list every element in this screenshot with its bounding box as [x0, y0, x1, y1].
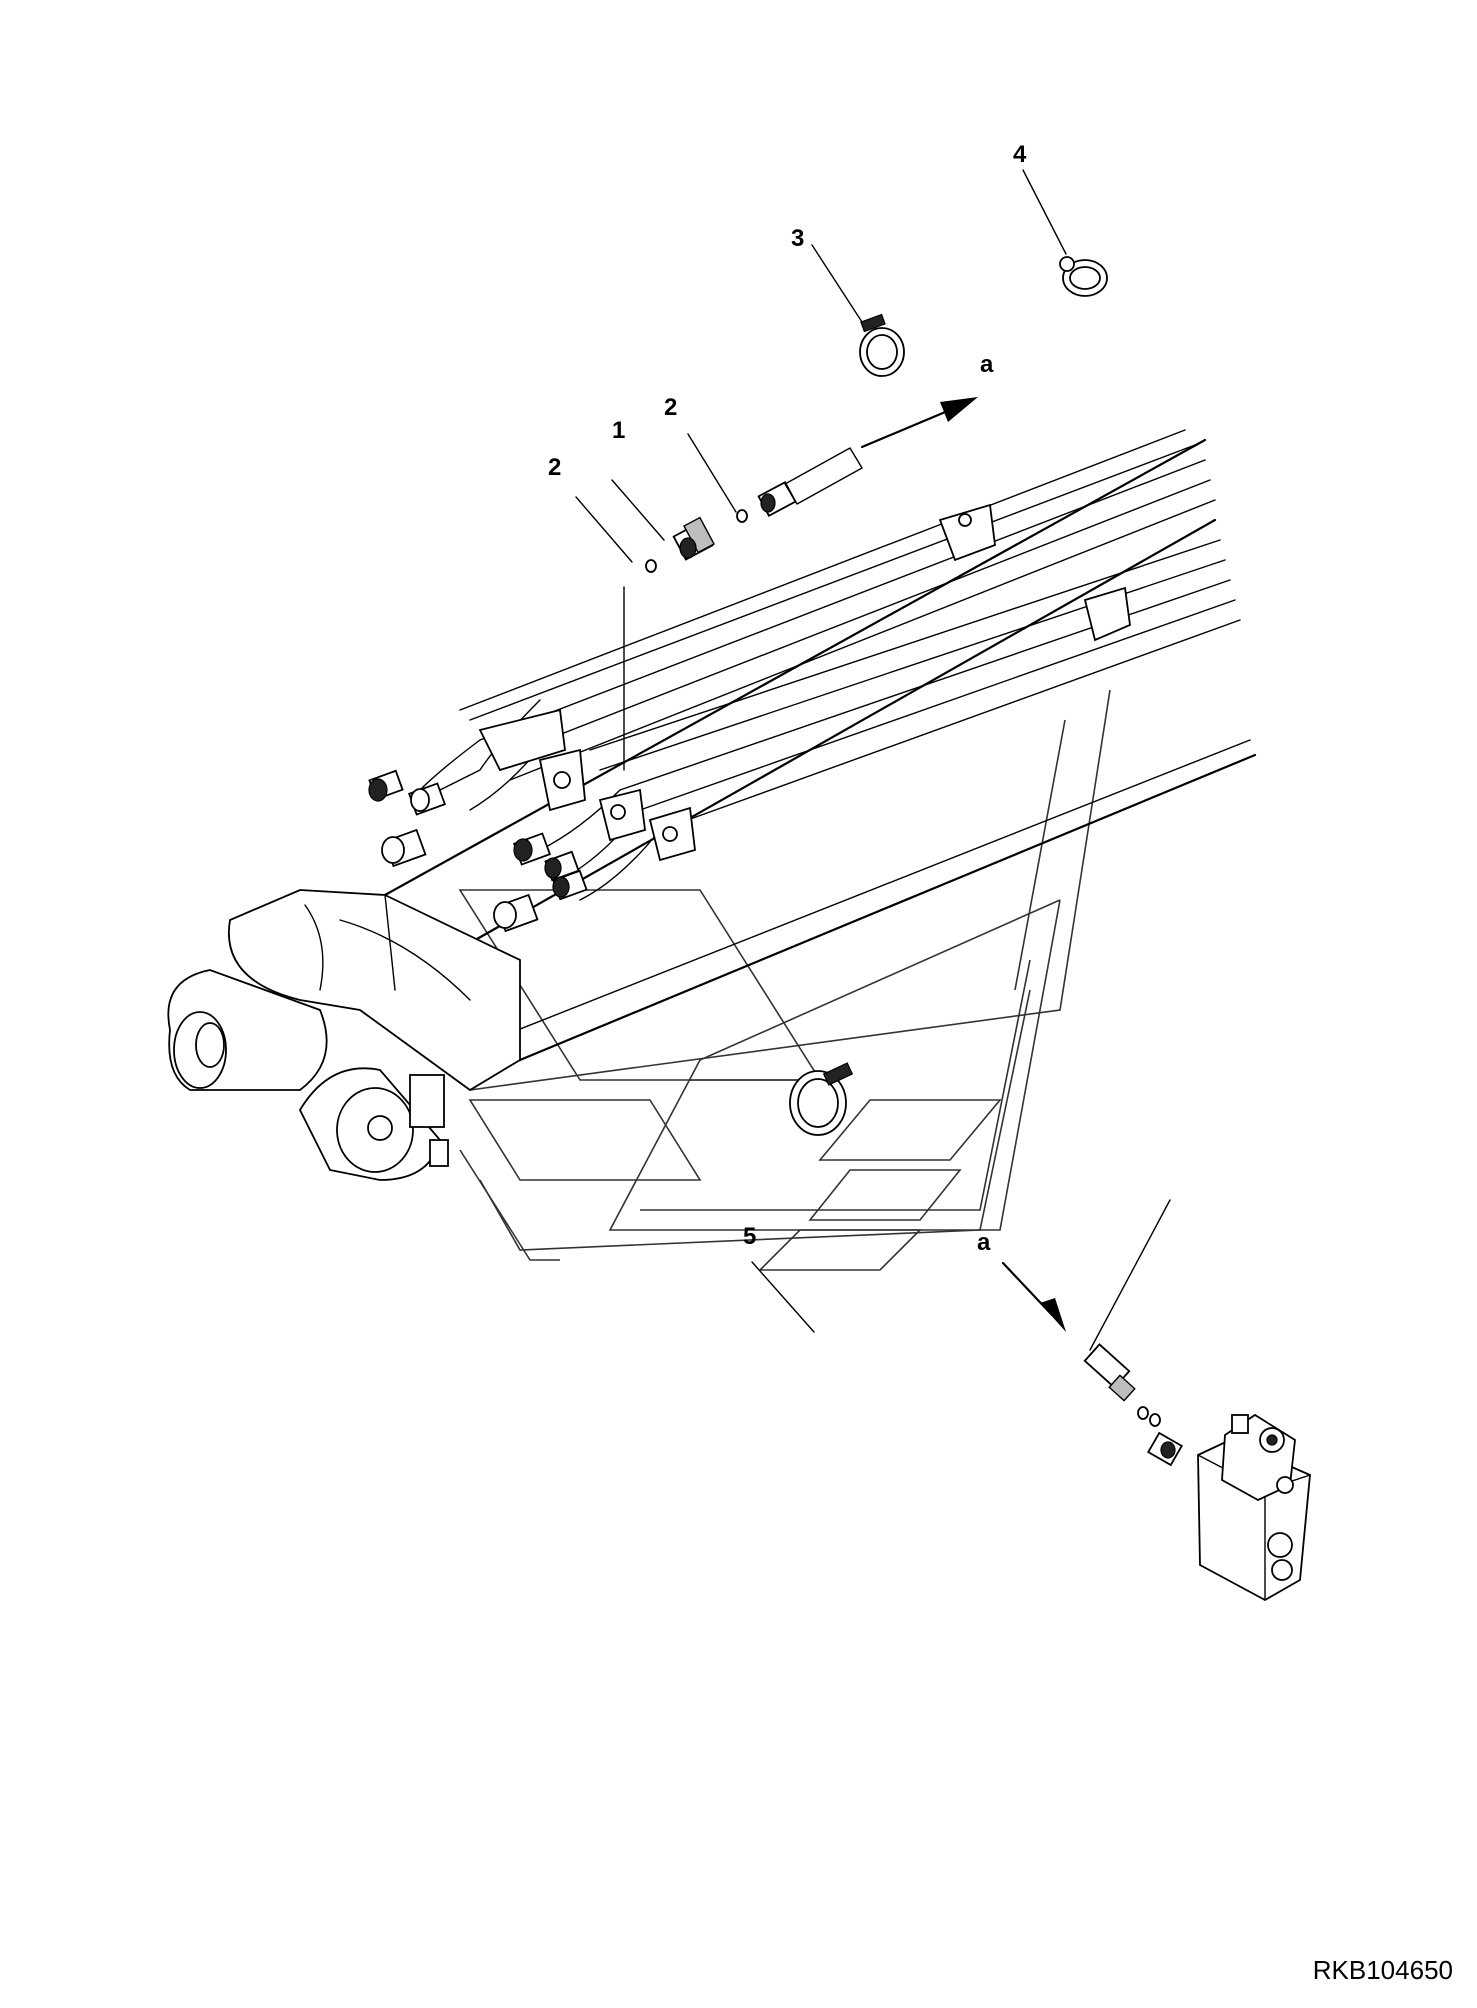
- drawing-reference-number: RKB104650: [1312, 1955, 1453, 1985]
- hose-end-detached: [757, 447, 863, 517]
- part-5-hose-clamp: [789, 1062, 854, 1136]
- leader-lines: [575, 169, 1067, 1333]
- valve-detail: [1083, 1199, 1311, 1602]
- view-arrow-a-top: [860, 397, 978, 449]
- callout-2-right: 2: [664, 394, 677, 421]
- callout-2-left: 2: [548, 454, 561, 481]
- callout-5: 5: [743, 1223, 756, 1250]
- watermark-emblem: [458, 689, 1111, 1271]
- callout-1: 1: [612, 417, 625, 444]
- callout-4: 4: [1013, 141, 1027, 168]
- part-2-o-ring: [645, 509, 748, 573]
- part-4-hose-clip: [1059, 256, 1108, 297]
- boom-arm: [167, 429, 1257, 1181]
- view-arrow-a-bottom: [1001, 1261, 1066, 1332]
- view-label-a-top: a: [980, 351, 994, 378]
- hose-fittings: [368, 769, 588, 933]
- part-3-hose-clamp: [859, 313, 905, 377]
- view-label-a-bottom: a: [977, 1229, 991, 1256]
- part-1-adapter: [672, 516, 715, 561]
- callout-3: 3: [791, 225, 804, 252]
